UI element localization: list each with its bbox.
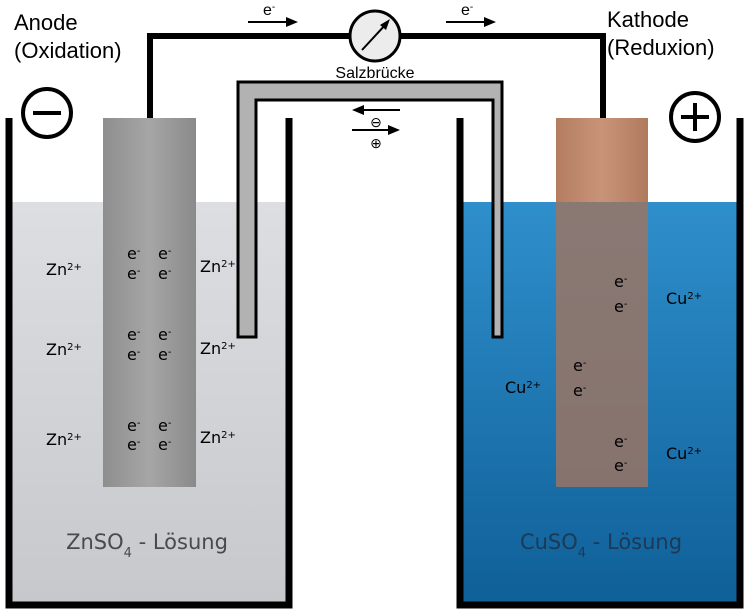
electron-arrow-right: [446, 17, 496, 27]
copper-electrode-lower: [556, 202, 648, 487]
plus-sign-icon: [669, 91, 721, 143]
salt-bridge-label: Salzbrücke: [335, 65, 414, 82]
zn-electron: e-: [158, 264, 172, 283]
cu-ion: Cu2+: [666, 289, 702, 308]
zn-ion: Zn2+: [46, 340, 82, 359]
zn-ion: Zn2+: [46, 430, 82, 449]
salt-bridge: [236, 80, 504, 339]
cu-electron: e-: [614, 272, 628, 291]
cu-electron: e-: [573, 356, 587, 375]
cu-electron: e-: [614, 297, 628, 316]
cation-symbol: ⊕: [370, 135, 382, 151]
cu-electron: e-: [614, 432, 628, 451]
zn-electron: e-: [158, 325, 172, 344]
zn-electron: e-: [158, 416, 172, 435]
zinc-electrode: [103, 118, 196, 487]
electron-label-right: e-: [461, 2, 473, 20]
zn-solution-label: ZnSO4 - Lösung: [66, 530, 228, 561]
voltmeter-icon: [348, 9, 402, 63]
zn-electron: e-: [158, 435, 172, 454]
anode-subtitle: (Oxidation): [14, 38, 122, 63]
electron-arrow-left: [248, 17, 298, 27]
zn-ion: Zn2+: [200, 428, 236, 447]
cu-electron: e-: [573, 381, 587, 400]
cu-electron: e-: [614, 456, 628, 475]
zn-ion: Zn2+: [200, 339, 236, 358]
copper-electrode-upper: [556, 118, 648, 202]
cu-ion: Cu2+: [505, 378, 541, 397]
right-beaker: [456, 118, 744, 609]
cathode-subtitle: (Reduxion): [607, 35, 715, 60]
anode-title: Anode: [14, 10, 78, 35]
zn-ion: Zn2+: [46, 260, 82, 279]
zn-electron: e-: [158, 345, 172, 364]
minus-sign-icon: [21, 87, 73, 139]
left-beaker: [5, 118, 293, 609]
cation-arrow-right: [352, 125, 400, 135]
zn-electron: e-: [127, 325, 141, 344]
electron-label-left: e-: [263, 2, 275, 20]
zn-electron: e-: [127, 435, 141, 454]
zn-electron: e-: [127, 345, 141, 364]
anion-arrow-left: [352, 105, 400, 115]
anion-symbol: ⊖: [370, 114, 382, 130]
zn-electron: e-: [158, 244, 172, 263]
cu-ion: Cu2+: [666, 444, 702, 463]
cu-solution-label: CuSO4 - Lösung: [520, 530, 682, 561]
cathode-title: Kathode: [607, 7, 689, 32]
zn-electron: e-: [127, 244, 141, 263]
zn-ion: Zn2+: [200, 257, 236, 276]
zn-electron: e-: [127, 264, 141, 283]
zn-electron: e-: [127, 416, 141, 435]
